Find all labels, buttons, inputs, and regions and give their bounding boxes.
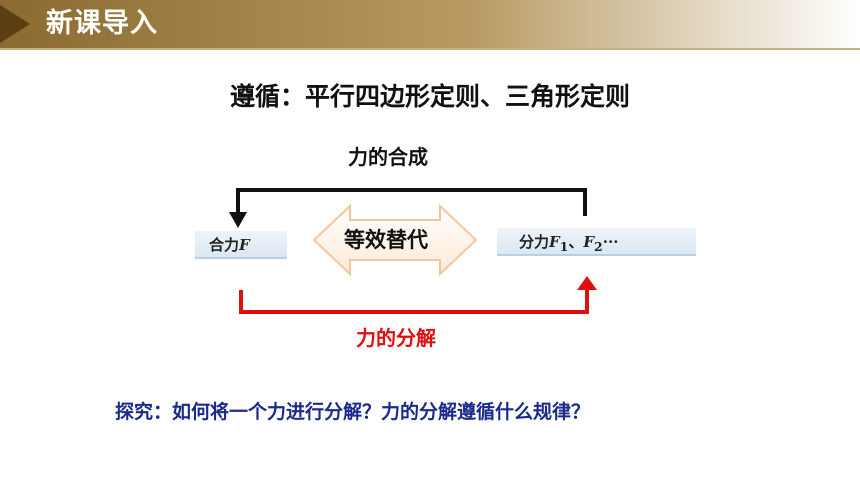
compose-arrow-line bbox=[236, 188, 587, 218]
component-f2: F bbox=[583, 233, 595, 251]
compose-label: 力的合成 bbox=[348, 145, 428, 169]
component-sub2: 2 bbox=[594, 239, 603, 254]
double-arrow-icon bbox=[312, 203, 478, 277]
decompose-arrowhead-icon bbox=[577, 276, 597, 290]
component-forces-box: 分力F1、F2··· bbox=[497, 228, 696, 256]
resultant-var: F bbox=[239, 236, 250, 254]
decompose-label: 力的分解 bbox=[356, 326, 436, 350]
component-sep: 、 bbox=[568, 233, 584, 251]
page-title: 新课导入 bbox=[46, 8, 158, 39]
header-triangle-icon bbox=[0, 5, 30, 43]
component-prefix: 分力 bbox=[519, 233, 550, 251]
inquiry-question: 探究：如何将一个力进行分解？力的分解遵循什么规律？ bbox=[115, 401, 591, 423]
resultant-force-box: 合力F bbox=[195, 231, 287, 259]
header-divider bbox=[0, 48, 860, 50]
component-sub1: 1 bbox=[559, 239, 569, 254]
equivalence-label: 等效替代 bbox=[344, 228, 428, 252]
header-bar bbox=[0, 0, 860, 48]
resultant-prefix: 合力 bbox=[209, 236, 240, 254]
rule-text: 遵循：平行四边形定则、三角形定则 bbox=[229, 82, 630, 111]
decompose-arrow-line bbox=[239, 288, 589, 314]
component-suffix: ··· bbox=[602, 233, 619, 251]
component-f1: F bbox=[549, 233, 560, 251]
compose-arrowhead-icon bbox=[229, 212, 247, 228]
